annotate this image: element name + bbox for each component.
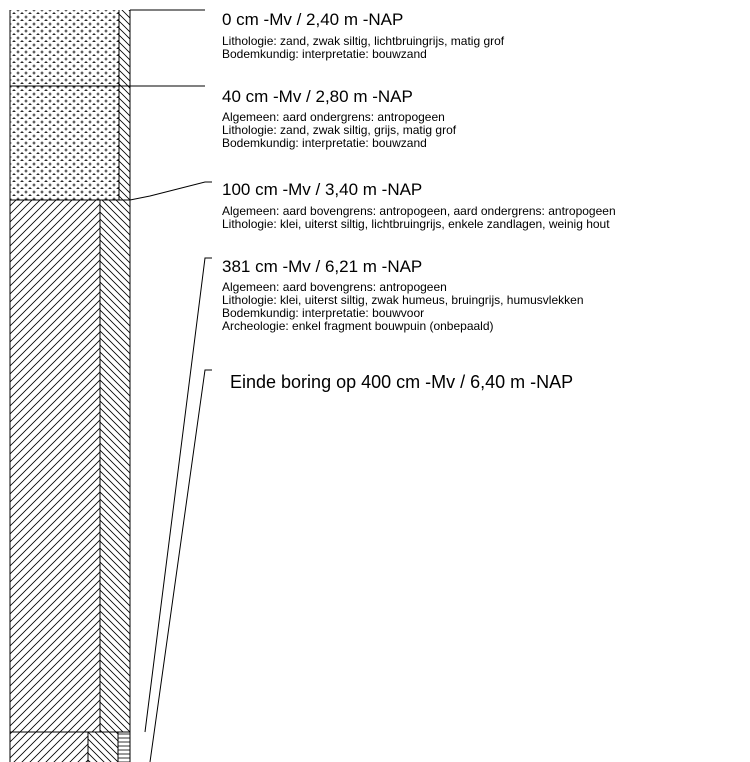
layer-bottom-right	[118, 732, 130, 762]
layer-0-line-1: Lithologie: zand, zwak siltig, lichtbrui…	[222, 34, 505, 48]
leader-100	[129, 181, 212, 201]
layer-100-heading: 100 cm -Mv / 3,40 m -NAP	[222, 180, 423, 199]
layer-381-line-2: Lithologie: klei, uiterst siltig, zwak h…	[222, 293, 584, 307]
leader-end	[149, 369, 212, 762]
layer-bottom-left	[10, 732, 88, 762]
layer-40-line-2: Lithologie: zand, zwak siltig, grijs, ma…	[222, 123, 457, 137]
layer-381-heading: 381 cm -Mv / 6,21 m -NAP	[222, 257, 423, 276]
layer-40-line-3: Bodemkundig: interpretatie: bouwzand	[222, 136, 427, 150]
column-outline	[9, 10, 131, 762]
layer-381-line-1: Algemeen: aard bovengrens: antropogeen	[222, 280, 447, 294]
layer-100-line-1: Algemeen: aard bovengrens: antropogeen, …	[222, 204, 616, 218]
layer-40-description: Algemeen: aard ondergrens: antropogeen L…	[222, 111, 456, 150]
layer-bottom-mid	[88, 732, 118, 762]
layer-0-heading: 0 cm -Mv / 2,40 m -NAP	[222, 10, 404, 29]
layer-sand-lower	[10, 86, 119, 200]
layer-sand-top	[10, 10, 119, 86]
leader-lines	[129, 9, 212, 762]
layer-top-strip	[119, 10, 130, 200]
layer-0-line-2: Bodemkundig: interpretatie: bouwzand	[222, 47, 427, 61]
layer-0-description: Lithologie: zand, zwak siltig, lichtbrui…	[222, 35, 504, 61]
layer-40-line-1: Algemeen: aard ondergrens: antropogeen	[222, 110, 445, 124]
layer-clay	[10, 200, 100, 732]
layer-clay-right	[100, 200, 130, 732]
end-of-boring-label: Einde boring op 400 cm -Mv / 6,40 m -NAP	[230, 372, 574, 392]
layer-100-description: Algemeen: aard bovengrens: antropogeen, …	[222, 205, 616, 231]
layer-100-line-2: Lithologie: klei, uiterst siltig, lichtb…	[222, 217, 610, 231]
leader-381	[144, 257, 212, 733]
layer-40-heading: 40 cm -Mv / 2,80 m -NAP	[222, 87, 413, 106]
layer-381-line-4: Archeologie: enkel fragment bouwpuin (on…	[222, 319, 494, 333]
layer-381-description: Algemeen: aard bovengrens: antropogeen L…	[222, 281, 584, 333]
layer-381-line-3: Bodemkundig: interpretatie: bouwvoor	[222, 306, 425, 320]
